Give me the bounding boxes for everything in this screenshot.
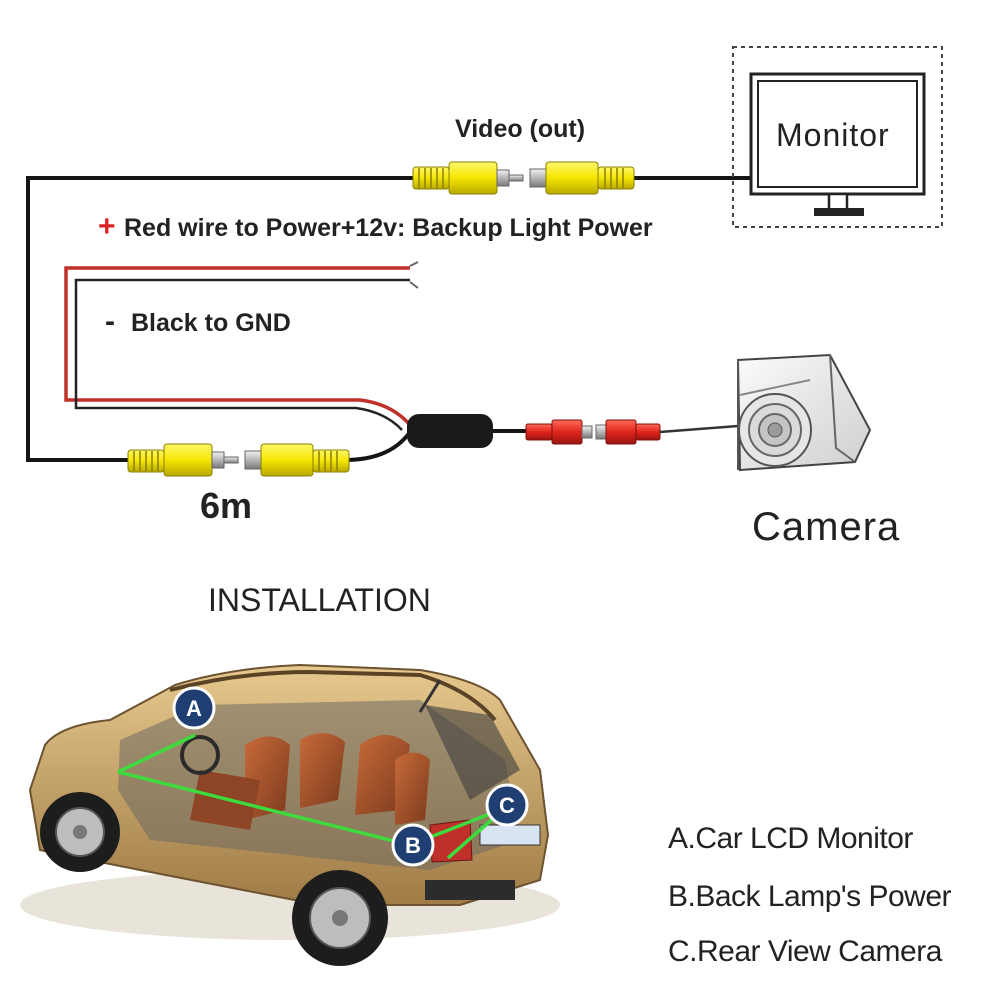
black-wire-note: -Black to GND: [105, 305, 291, 339]
car-seats: [190, 732, 430, 830]
legend-item-a: A.Car LCD Monitor: [668, 822, 913, 855]
ground-wire: [74, 278, 410, 431]
power-wire: [64, 266, 412, 427]
cable-length-label: 6m: [200, 485, 253, 526]
marker-a: A: [172, 686, 216, 730]
monitor-label: Monitor: [776, 117, 890, 153]
video-out-label: Video (out): [455, 115, 586, 143]
plus-sign-icon: +: [98, 210, 116, 243]
cable-rca-plug-left: [127, 443, 239, 477]
cable-rca-jack-right: [244, 443, 350, 477]
red-wire-label: Red wire to Power+12v: Backup Light Powe…: [124, 214, 653, 242]
rear-bumper: [425, 880, 515, 900]
junction-cable: [344, 430, 412, 462]
camera-icon: [736, 353, 872, 472]
camera-rca-jack: [595, 419, 661, 445]
marker-c-label: C: [499, 793, 515, 818]
camera-rca-plug: [525, 419, 593, 445]
rear-wheel-icon: [292, 870, 388, 966]
red-wire-note: + Red wire to Power+12v: Backup Light Pow…: [98, 210, 653, 244]
black-wire-label: Black to GND: [131, 309, 291, 337]
legend-item-c: C.Rear View Camera: [668, 935, 942, 968]
video-rca-plug-left: [412, 161, 524, 195]
black-video-cable: [26, 176, 415, 462]
marker-a-label: A: [186, 696, 202, 721]
minus-sign-icon: -: [105, 305, 115, 338]
monitor-icon: [732, 46, 943, 228]
steering-wheel-icon: [180, 735, 220, 775]
marker-b-label: B: [405, 833, 421, 858]
legend-item-b: B.Back Lamp's Power: [668, 880, 952, 913]
video-rca-jack-right: [529, 161, 635, 195]
marker-b: B: [391, 823, 435, 867]
front-wheel-icon: [40, 792, 120, 872]
camera-label: Camera: [752, 505, 901, 549]
license-plate: [479, 824, 541, 846]
junction-box: [407, 414, 493, 448]
wire-cut-end: [409, 261, 419, 289]
installation-title: INSTALLATION: [208, 582, 431, 618]
marker-c: C: [485, 783, 529, 827]
